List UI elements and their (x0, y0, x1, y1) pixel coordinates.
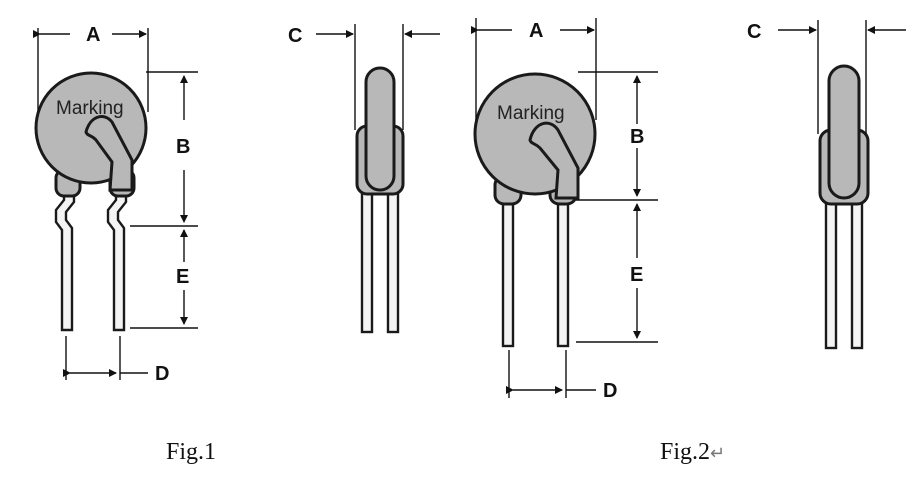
fig1-side-lead-left (360, 184, 374, 334)
fig1-dimension-lines: A B E D (33, 24, 198, 385)
fig2-dimension-lines: A B E D (471, 18, 658, 402)
fig1-label-c: C (288, 25, 302, 47)
fig1-label-a: A (86, 24, 100, 46)
fig1-side-dimension-c: C (288, 24, 440, 130)
fig1-label-d: D (155, 363, 169, 385)
fig1-side-head (364, 66, 396, 192)
fig1-caption: Fig.1 (166, 439, 217, 465)
fig2-marking-text: Marking (497, 103, 565, 124)
fig1-right-lead (106, 191, 128, 332)
fig2-side-lead-right (850, 192, 864, 350)
fig2-label-c: C (747, 21, 761, 43)
fig1-side-lead-right (386, 184, 400, 334)
fig2-label-e: E (630, 264, 643, 286)
fig2-side-head (827, 64, 861, 200)
fig2-right-lead (556, 194, 570, 348)
fig2-label-d: D (603, 380, 617, 402)
fig2-side-view (818, 64, 870, 350)
paragraph-mark-icon: ↵ (710, 443, 726, 463)
fig2-label-b: B (630, 126, 644, 148)
fig1-front-view: Marking (34, 71, 148, 332)
fig2-side-lead-left (824, 192, 838, 350)
fig1-label-e: E (176, 266, 189, 288)
fig2-front-view: Marking (473, 72, 597, 348)
fig2-label-a: A (529, 20, 543, 42)
fig2-caption: Fig.2↵ (660, 439, 726, 465)
fig1-inner-lead (84, 115, 134, 192)
fig1-left-lead (54, 191, 76, 332)
fig1-marking-text: Marking (56, 98, 124, 119)
fig1-label-b: B (176, 136, 190, 158)
fig1-side-view (355, 66, 405, 334)
fig2-inner-lead (528, 121, 580, 200)
fig2-left-lead (501, 194, 515, 348)
fig2-side-dimension-c: C (747, 20, 906, 134)
